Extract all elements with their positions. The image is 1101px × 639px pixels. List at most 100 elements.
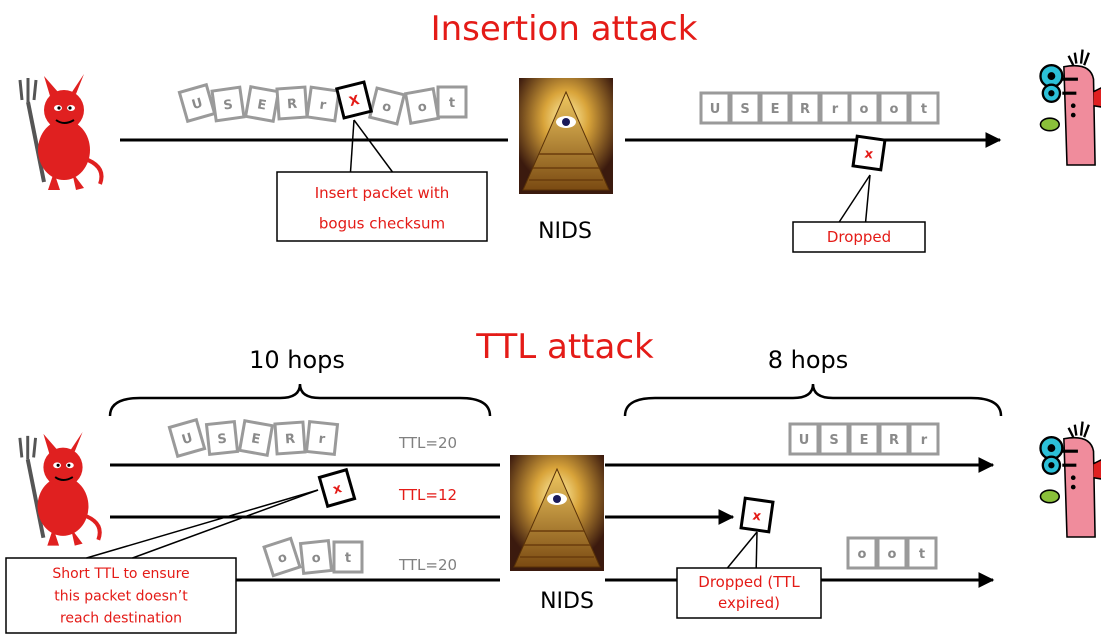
- packet-box: [167, 417, 207, 459]
- ttl-row1-packet-3: R: [273, 420, 307, 456]
- packet-letter: t: [345, 551, 351, 566]
- packet-box: [436, 85, 468, 119]
- insertion-sent-packet-2: E: [243, 85, 281, 123]
- callout-pointer: [864, 174, 871, 223]
- insertion-nids-eye-pyramid-icon: [518, 77, 614, 195]
- packet-letter: S: [740, 102, 749, 117]
- packet-box: [789, 91, 821, 125]
- packet-letter: o: [890, 102, 899, 117]
- ttl-row3-received-packet-2: t: [906, 536, 938, 570]
- insertion-victim-head-icon: [1038, 48, 1101, 167]
- packet-letter: U: [180, 431, 194, 448]
- callout-text: Dropped: [827, 228, 891, 246]
- packet-box: [262, 536, 302, 578]
- insertion-received-packet-3: R: [789, 91, 821, 125]
- ttl-row3-packet-1: o: [298, 538, 334, 576]
- callout-text: Dropped (TTL: [698, 573, 800, 591]
- insertion-sent-packet-4: r: [305, 85, 341, 123]
- ttl-row1-received-packet-3: R: [878, 422, 910, 456]
- ttl-row1-packet-1: S: [204, 419, 240, 457]
- packet-letter: S: [223, 97, 234, 113]
- packet-box: [818, 422, 850, 456]
- packet-letter: r: [318, 432, 327, 448]
- packet-letter: o: [858, 547, 867, 562]
- packet-box: [305, 85, 341, 123]
- packet-letter: E: [771, 102, 780, 117]
- callout-pointer: [353, 119, 394, 173]
- ttl-bracket-left: [108, 383, 492, 417]
- packet-box: [788, 422, 820, 456]
- packet-letter: o: [888, 547, 897, 562]
- packet-letter: S: [829, 433, 838, 448]
- insertion-received-packet-tail-2: t: [908, 91, 940, 125]
- packet-box: [298, 538, 334, 576]
- callout-text: Insert packet with: [315, 184, 450, 202]
- packet-box: [275, 85, 309, 121]
- ttl-row3-packet-2: t: [332, 540, 364, 574]
- packet-box: [908, 422, 940, 456]
- packet-box: [848, 422, 880, 456]
- packet-box: [759, 91, 791, 125]
- packet-letter: U: [190, 96, 204, 113]
- ttl-title: TTL attack: [475, 327, 654, 367]
- packet-box: [878, 422, 910, 456]
- ttl-nids-eye-pyramid-icon: [509, 454, 605, 572]
- insertion-sent-packet-8: t: [436, 85, 468, 119]
- packet-box: [317, 467, 357, 509]
- callout-text: reach destination: [60, 611, 182, 627]
- insertion-received-packet-0: U: [699, 91, 731, 125]
- packet-letter: E: [256, 97, 267, 113]
- packet-letter: X: [348, 93, 361, 110]
- callout-pointer: [726, 531, 758, 569]
- insertion-received-packet-4: r: [819, 91, 851, 125]
- insertion-received-packet-1: S: [729, 91, 761, 125]
- packet-letter: R: [889, 433, 899, 448]
- packet-letter: U: [710, 102, 721, 117]
- ttl-row3-received-packet-1: o: [876, 536, 908, 570]
- packet-box: [177, 82, 217, 124]
- packet-box: [846, 536, 878, 570]
- insertion-sent-packet-0: U: [177, 82, 217, 124]
- ttl-victim-head-icon: [1038, 419, 1101, 539]
- callout-pointer: [838, 174, 871, 223]
- packet-letter: S: [217, 432, 228, 448]
- insertion-received-packet-tail-0: o: [848, 91, 880, 125]
- ttl-row2-label: TTL=12: [398, 486, 457, 504]
- packet-letter: o: [417, 99, 428, 115]
- packet-box: [851, 134, 887, 172]
- packet-letter: r: [832, 102, 839, 117]
- packet-box: [729, 91, 761, 125]
- ttl-hops-left: 10 hops: [249, 346, 345, 374]
- insertion-nids-label: NIDS: [538, 219, 592, 244]
- packet-box: [237, 419, 275, 457]
- insertion-received-packet-tail-1: o: [878, 91, 910, 125]
- callout-box: [276, 171, 488, 242]
- insertion-sent-packet-6: o: [367, 86, 407, 126]
- ttl-bracket-right: [623, 383, 1003, 417]
- ttl-row1-label: TTL=20: [398, 434, 457, 452]
- insertion-bogus-packet: X: [334, 80, 374, 120]
- ttl-row2-packet: x: [317, 467, 357, 509]
- packet-box: [332, 540, 364, 574]
- callout-pointer: [86, 489, 319, 559]
- insertion-sent-packet-7: o: [403, 87, 441, 125]
- callout-pointer: [132, 489, 319, 559]
- callout-text: expired): [718, 594, 780, 612]
- packet-box: [403, 87, 441, 125]
- callout-box: [676, 567, 822, 619]
- ttl-row1-packet-0: U: [167, 417, 207, 459]
- insertion-sent-packet-3: R: [275, 85, 309, 121]
- packet-letter: R: [285, 432, 296, 448]
- ttl-callout-dropped: Dropped (TTL expired): [676, 531, 822, 619]
- packet-letter: t: [921, 102, 927, 117]
- callout-box: [5, 557, 237, 634]
- insertion-title: Insertion attack: [431, 9, 698, 49]
- ttl-hops-right: 8 hops: [768, 346, 849, 374]
- packet-box: [204, 419, 240, 457]
- ttl-nids-label: NIDS: [540, 589, 594, 614]
- ttl-row1-received-packet-2: E: [848, 422, 880, 456]
- insertion-dropped-packet: x: [851, 134, 887, 172]
- packet-box: [908, 91, 940, 125]
